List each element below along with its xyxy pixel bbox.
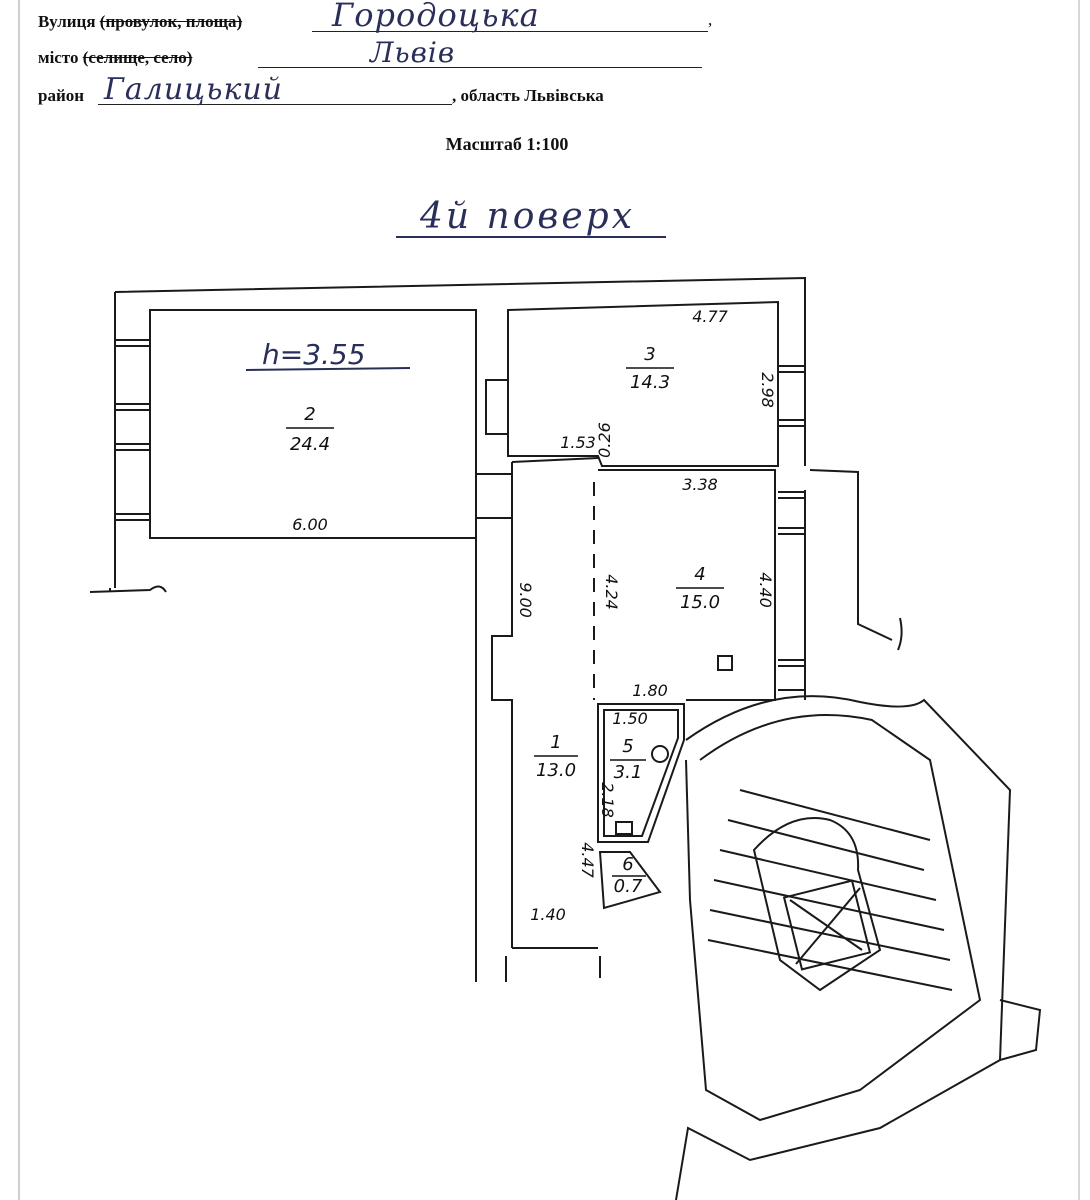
- dim-room-5-inner: 1.50: [612, 709, 648, 728]
- corridor-lower-end: [505, 956, 601, 982]
- district-value: Галицький: [104, 72, 283, 107]
- ceiling-height-label: h=3.55: [262, 338, 366, 371]
- elevator-shaft: [782, 879, 872, 971]
- dim-room-4-height: 4.40: [756, 572, 775, 608]
- page-edge-left: [18, 0, 20, 1200]
- city-struck-options: (селище, село): [82, 48, 193, 67]
- scale-label: Масштаб 1:100: [445, 134, 569, 154]
- room-6-area: 0.7: [614, 876, 643, 897]
- window-right-third: [778, 659, 805, 691]
- room-5-sink: [615, 821, 633, 835]
- room-5-label: 5 3.1: [610, 736, 646, 783]
- room-4-number: 4: [694, 564, 705, 585]
- room-2-area: 24.4: [290, 434, 330, 455]
- room-2-label: 2 24.4: [286, 404, 334, 455]
- street-comma: ,: [708, 10, 713, 29]
- room-1-area: 13.0: [536, 760, 576, 781]
- street-value: Городоцька: [332, 0, 540, 34]
- ceiling-height-underline: [245, 367, 411, 371]
- dim-room-4-depth: 4.24: [602, 574, 621, 610]
- room-4-area: 15.0: [680, 592, 720, 613]
- stair-hall-corner: [999, 999, 1042, 1061]
- district-line: район: [38, 86, 84, 106]
- room-2-outline: [149, 309, 477, 539]
- street-struck-options: (провулок, площа): [99, 12, 243, 31]
- dim-room-2-width: 6.00: [292, 515, 328, 534]
- room-5-area: 3.1: [614, 762, 643, 783]
- room-3-outline: [507, 300, 779, 467]
- room-4-label: 4 15.0: [676, 564, 724, 613]
- dim-room-4-width: 3.38: [682, 475, 718, 494]
- dim-corridor-length: 9.00: [516, 582, 535, 618]
- door-room-2: [476, 473, 512, 519]
- room-3-number: 3: [644, 344, 655, 365]
- room-5-fixture: [651, 745, 669, 763]
- corridor-left-wall: [491, 462, 513, 948]
- street-label: Вулиця: [38, 12, 96, 31]
- window-right-upper: [778, 365, 805, 427]
- dim-room-3-width: 4.77: [692, 307, 728, 326]
- room-5-outline: [597, 703, 685, 843]
- room-6-number: 6: [622, 854, 633, 875]
- dim-room-6-side: 4.47: [578, 842, 597, 878]
- stair-flight-1: [707, 789, 953, 991]
- room-5-inner: [603, 709, 679, 837]
- outer-wall-bottom-left: [89, 585, 167, 593]
- window-room-2-upper: [115, 339, 150, 411]
- dim-corridor-step: 0.26: [595, 422, 614, 458]
- room-5-number: 5: [622, 736, 633, 757]
- room-6-label: 6 0.7: [612, 854, 646, 897]
- dim-corridor-bottom: 1.40: [530, 905, 566, 924]
- dim-corridor-top: 1.53: [560, 433, 596, 452]
- dim-room-3-height: 2.98: [758, 372, 777, 408]
- outer-wall-top: [114, 276, 806, 300]
- floor-label: 4й поверх: [420, 196, 635, 237]
- district-underline: [98, 104, 452, 105]
- corridor-top: [511, 457, 599, 463]
- stair-hall-inner: [685, 714, 982, 1122]
- city-line: місто (селище, село): [38, 48, 192, 68]
- room-6-outline: [598, 851, 662, 910]
- floor-label-underline: [396, 236, 666, 238]
- city-underline: [258, 67, 702, 68]
- stair-well: [752, 817, 882, 992]
- dim-room-5-outer: 1.80: [632, 681, 668, 700]
- neighbor-wall-upper: [809, 469, 903, 651]
- region-text: , область Львівська: [452, 86, 604, 105]
- room-1-number: 1: [550, 732, 561, 753]
- district-label: район: [38, 86, 85, 105]
- room-3-area: 14.3: [630, 372, 670, 393]
- room-1-label: 1 13.0: [534, 732, 578, 781]
- room-4-column: [717, 655, 733, 671]
- niche-room-3: [485, 379, 508, 435]
- city-value: Львів: [370, 36, 456, 69]
- stair-hall-outer: [675, 695, 1012, 1200]
- street-underline: [312, 31, 708, 32]
- window-right-lower: [778, 491, 805, 535]
- page-edge-right: [1078, 0, 1080, 1200]
- dim-room-5-height: 2.18: [598, 782, 617, 818]
- city-label: місто: [38, 48, 79, 67]
- elevator-cross: [789, 887, 863, 965]
- room-3-label: 3 14.3: [626, 344, 674, 393]
- room-4-outline: [598, 469, 776, 701]
- street-line: Вулиця (провулок, площа): [38, 12, 242, 32]
- window-room-2-lower: [115, 443, 150, 521]
- room-2-number: 2: [304, 404, 315, 425]
